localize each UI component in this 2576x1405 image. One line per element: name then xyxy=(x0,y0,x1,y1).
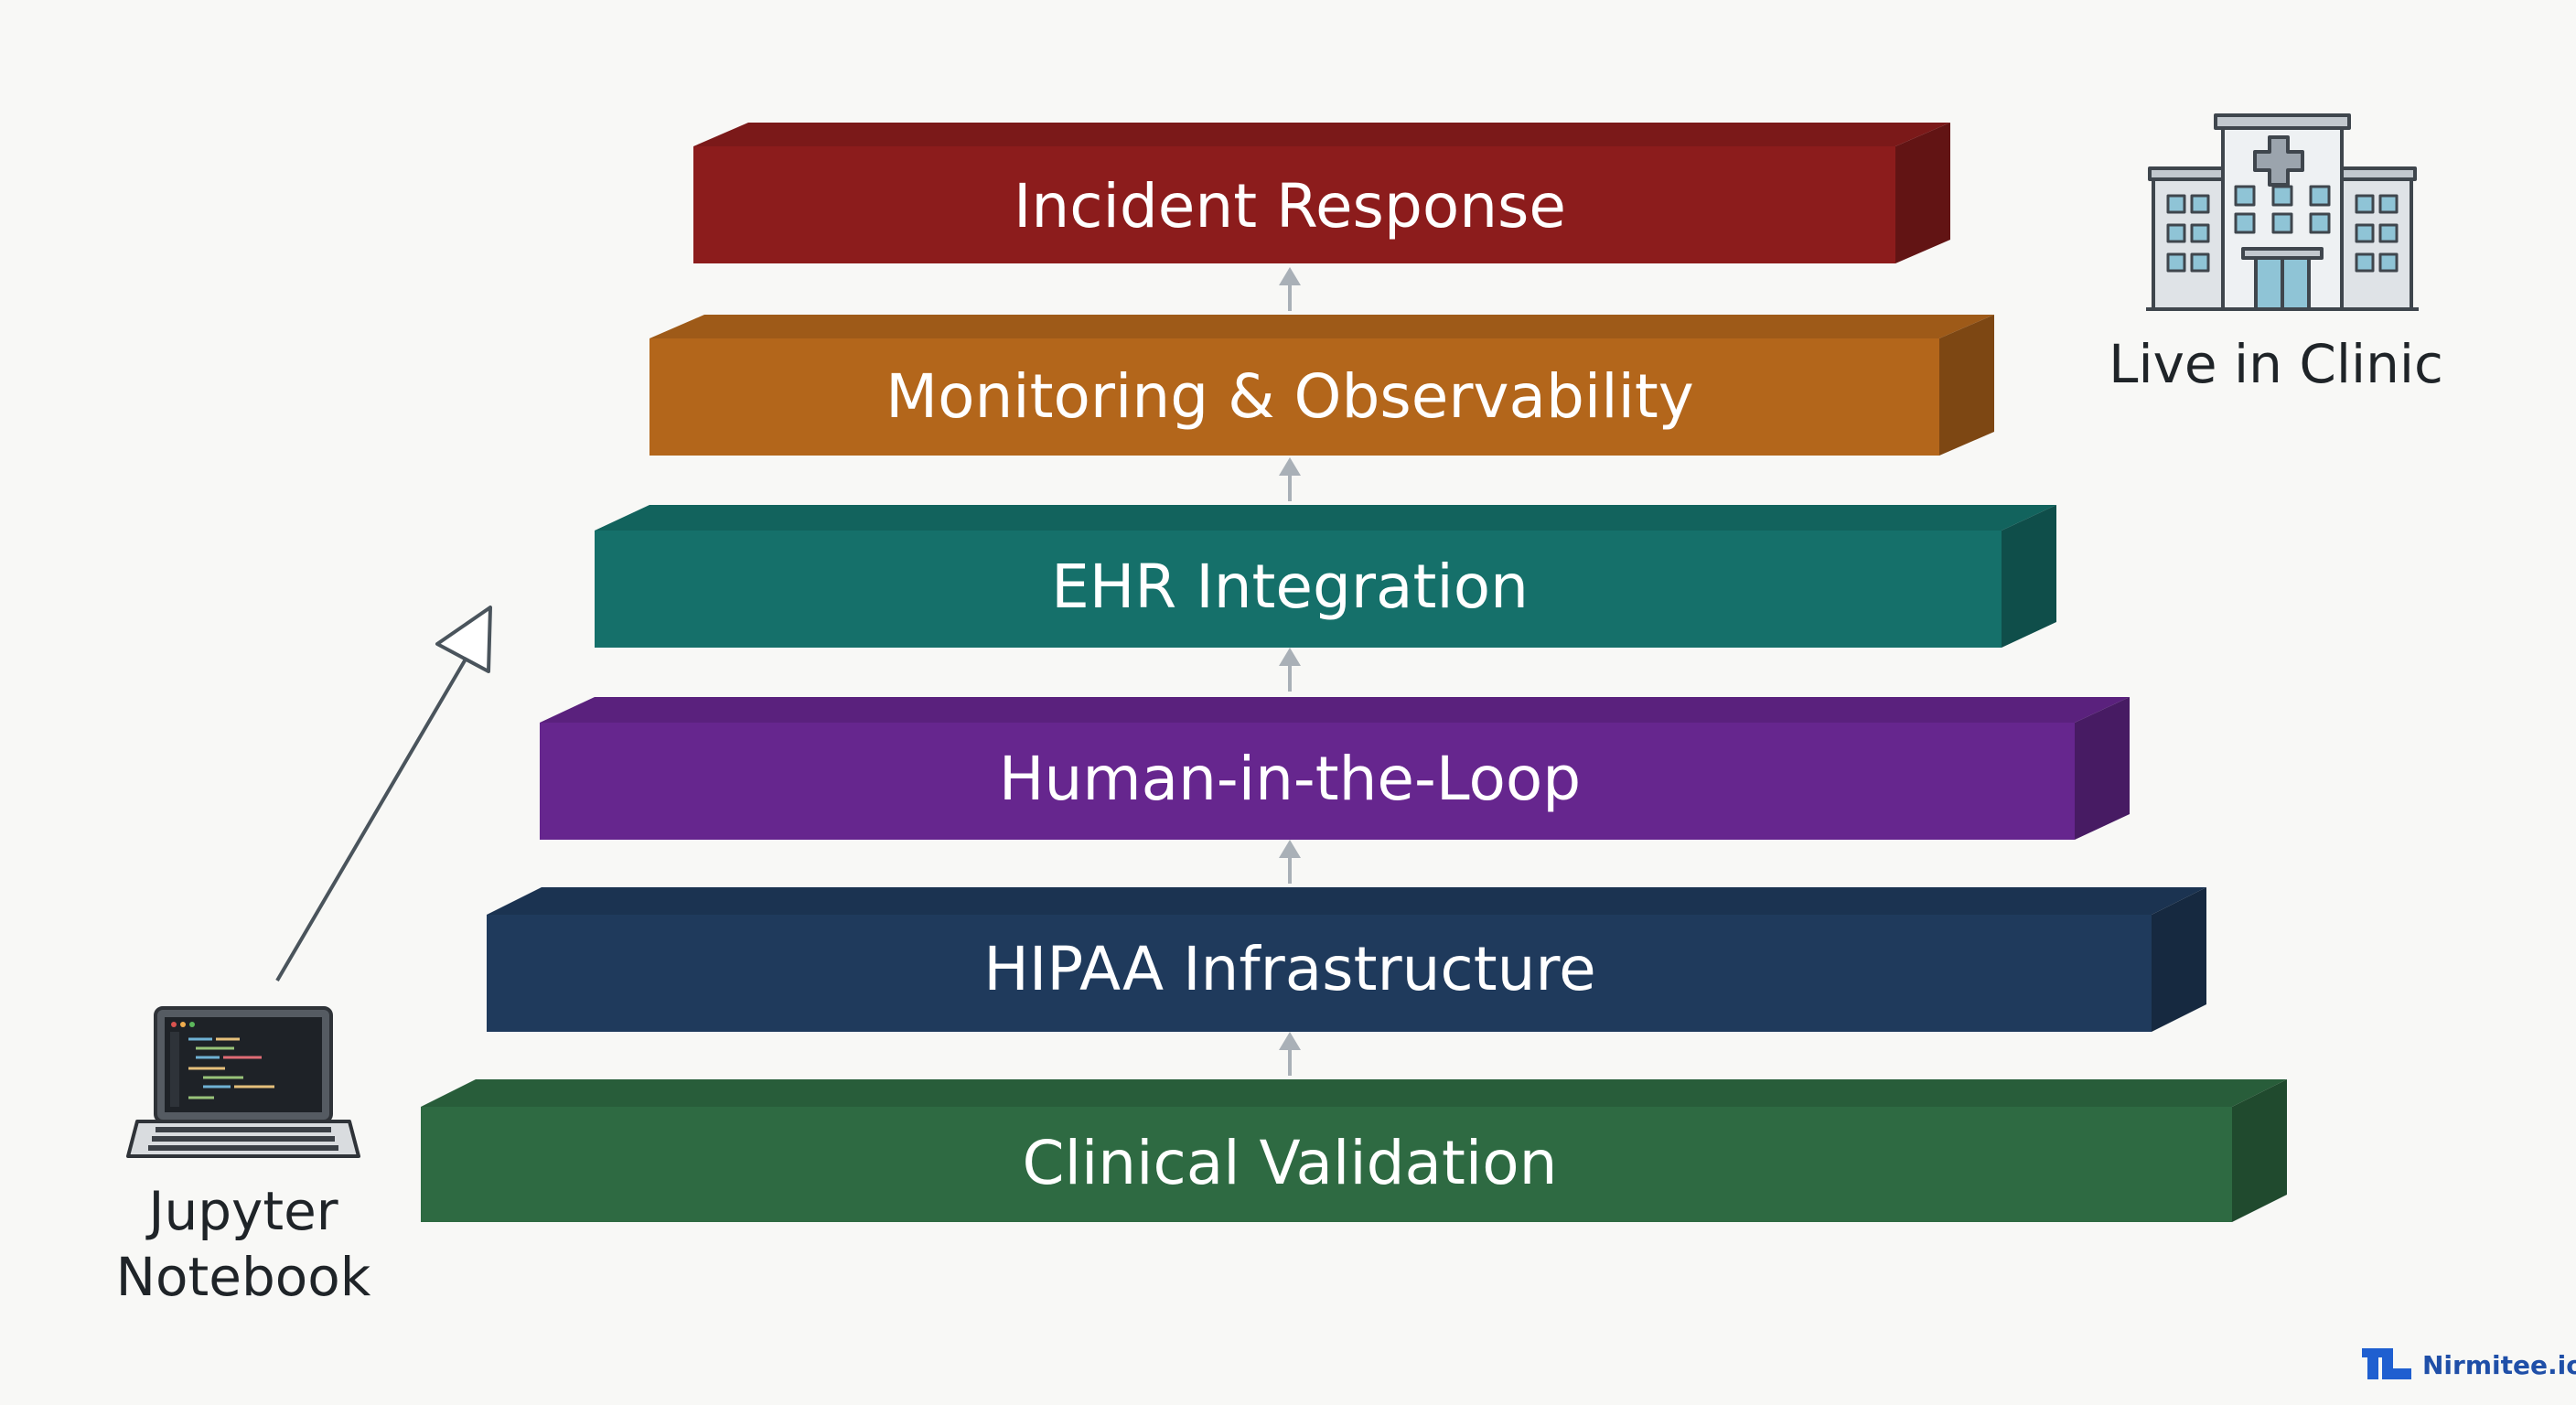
layer-block-6-label: Clinical Validation xyxy=(1023,1128,1558,1198)
layer-block-6-top xyxy=(421,1079,2287,1107)
layer-block-1: Incident Response xyxy=(693,123,1950,263)
layer-block-2-front xyxy=(649,338,1939,456)
hospital-icon xyxy=(2146,113,2419,311)
laptop-icon xyxy=(126,1006,360,1158)
layer-block-3-label: EHR Integration xyxy=(1051,552,1529,622)
brand-logo: Nirmitee.io xyxy=(2362,1348,2576,1380)
layer-block-1-top xyxy=(693,123,1950,146)
layer-block-4-label: Human-in-the-Loop xyxy=(999,744,1581,814)
nirmitee-logo-icon xyxy=(2362,1348,2411,1379)
layer-block-1-side xyxy=(1895,123,1950,263)
layer-block-1-label: Incident Response xyxy=(1014,171,1566,241)
layer-block-6-front xyxy=(421,1107,2232,1222)
layer-connectors xyxy=(1279,267,1301,1076)
connector-3 xyxy=(1279,648,1301,692)
layer-block-4-top xyxy=(540,697,2130,723)
connector-5 xyxy=(1279,1032,1301,1076)
progress-arrow xyxy=(275,606,492,982)
layer-block-6-side xyxy=(2232,1079,2287,1222)
start-label-line1: Jupyter xyxy=(145,1180,338,1242)
layer-block-4: Human-in-the-Loop xyxy=(540,697,2130,840)
start-label-line2: Notebook xyxy=(116,1246,371,1308)
layer-block-2-label: Monitoring & Observability xyxy=(886,361,1694,432)
end-label: Live in Clinic xyxy=(2109,333,2443,395)
brand-name: Nirmitee.io xyxy=(2422,1350,2576,1380)
layer-block-2: Monitoring & Observability xyxy=(649,315,1994,456)
layer-block-3: EHR Integration xyxy=(595,505,2056,648)
layer-block-2-side xyxy=(1939,315,1994,456)
layer-block-5-side xyxy=(2152,887,2206,1032)
layer-block-4-front xyxy=(540,723,2075,840)
layer-block-4-side xyxy=(2075,697,2130,840)
layer-block-3-side xyxy=(2002,505,2056,648)
layer-block-1-front xyxy=(693,146,1895,263)
layer-block-3-top xyxy=(595,505,2056,531)
connector-2 xyxy=(1279,457,1301,501)
layer-block-5-front xyxy=(487,915,2152,1032)
connector-4 xyxy=(1279,840,1301,884)
layer-block-3-front xyxy=(595,531,2002,648)
layer-block-6: Clinical Validation xyxy=(421,1079,2287,1222)
layer-block-2-top xyxy=(649,315,1994,338)
layer-block-5: HIPAA Infrastructure xyxy=(487,887,2206,1032)
connector-1 xyxy=(1279,267,1301,311)
layer-block-5-top xyxy=(487,887,2206,915)
layer-block-5-label: HIPAA Infrastructure xyxy=(983,934,1595,1004)
